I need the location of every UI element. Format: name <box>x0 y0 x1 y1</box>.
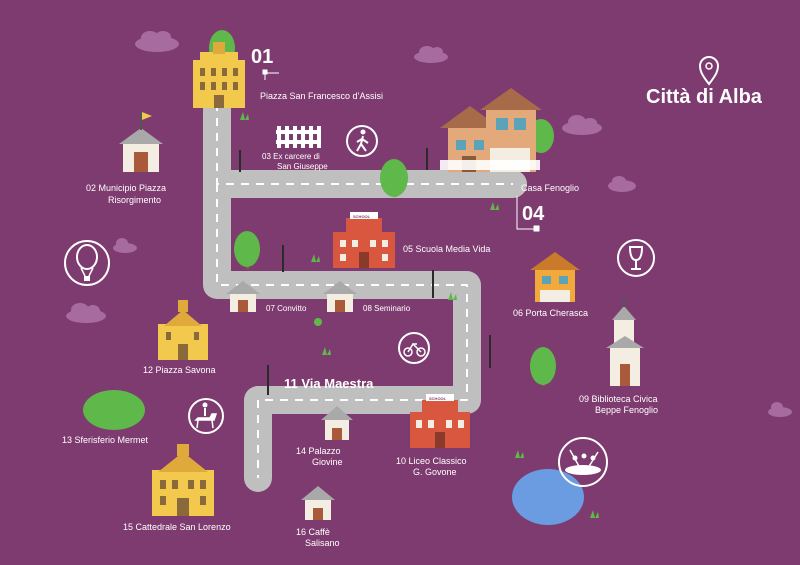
clouds <box>66 31 792 417</box>
place-11-label: 11 Via Maestra <box>284 376 374 391</box>
school-sign-10: SCHOOL <box>429 396 447 401</box>
building-14 <box>321 406 353 440</box>
location-pin-icon <box>698 56 720 86</box>
building-06 <box>530 252 580 302</box>
rafting-boat-icon <box>558 437 608 487</box>
place-06-label: 06 Porta Cherasca <box>513 308 589 318</box>
building-15 <box>152 444 214 516</box>
building-02 <box>119 112 163 172</box>
place-05-label: 05 Scuola Media Vida <box>403 244 491 254</box>
place-02-label-line2: Risorgimento <box>108 195 162 205</box>
place-01-label: Piazza San Francesco d’Assisi <box>260 91 384 101</box>
place-10-label-line1: 10 Liceo Classico <box>396 456 467 466</box>
place-02-label-line1: 02 Municipio Piazza <box>86 183 167 193</box>
fence-03 <box>276 126 321 148</box>
leader-lines <box>262 69 540 232</box>
building-05 <box>333 212 395 268</box>
river-water <box>512 469 584 525</box>
horse-rider-icon <box>188 398 224 434</box>
road <box>203 74 527 492</box>
building-12 <box>158 300 208 360</box>
bicycle-icon <box>398 332 430 364</box>
place-03-label-line2: San Giuseppe <box>277 162 328 171</box>
place-12-label: 12 Piazza Savona <box>143 365 216 375</box>
place-07-label: 07 Convitto <box>266 304 307 313</box>
place-15-label: 15 Cattedrale San Lorenzo <box>123 522 231 532</box>
place-14-label-line2: Giovine <box>312 457 343 467</box>
place-13-label: 13 Sferisferio Mermet <box>62 435 149 445</box>
building-09 <box>606 298 644 386</box>
school-sign-05: SCHOOL <box>353 214 371 219</box>
building-08 <box>323 281 357 312</box>
wine-glass-icon <box>617 239 655 277</box>
place-16-label-line1: 16 Caffè <box>296 527 330 537</box>
place-04-number: 04 <box>522 203 545 225</box>
building-10 <box>410 394 470 448</box>
place-08-label: 08 Seminario <box>363 304 411 313</box>
map-title: Città di Alba <box>646 86 762 108</box>
place-16-label-line2: Salisano <box>305 538 340 548</box>
grass-tufts <box>240 112 599 518</box>
building-16 <box>301 486 335 520</box>
sferisferio-bush <box>83 390 145 430</box>
place-10-label-line2: G. Govone <box>413 467 457 477</box>
place-04-label: Casa Fenoglio <box>521 183 580 193</box>
place-14-label-line1: 14 Palazzo <box>296 446 341 456</box>
street-lamps <box>239 148 491 395</box>
place-09-label-line2: Beppe Fenoglio <box>595 405 659 415</box>
hot-air-balloon-icon <box>64 240 110 286</box>
walking-person-icon <box>346 125 378 157</box>
building-01 <box>193 42 245 108</box>
place-03-label-line1: 03 Ex carcere di <box>262 152 320 161</box>
place-01-number: 01 <box>251 46 274 68</box>
place-09-label-line1: 09 Biblioteca Civica <box>579 394 658 404</box>
building-07 <box>226 281 260 312</box>
building-04 <box>440 88 542 172</box>
